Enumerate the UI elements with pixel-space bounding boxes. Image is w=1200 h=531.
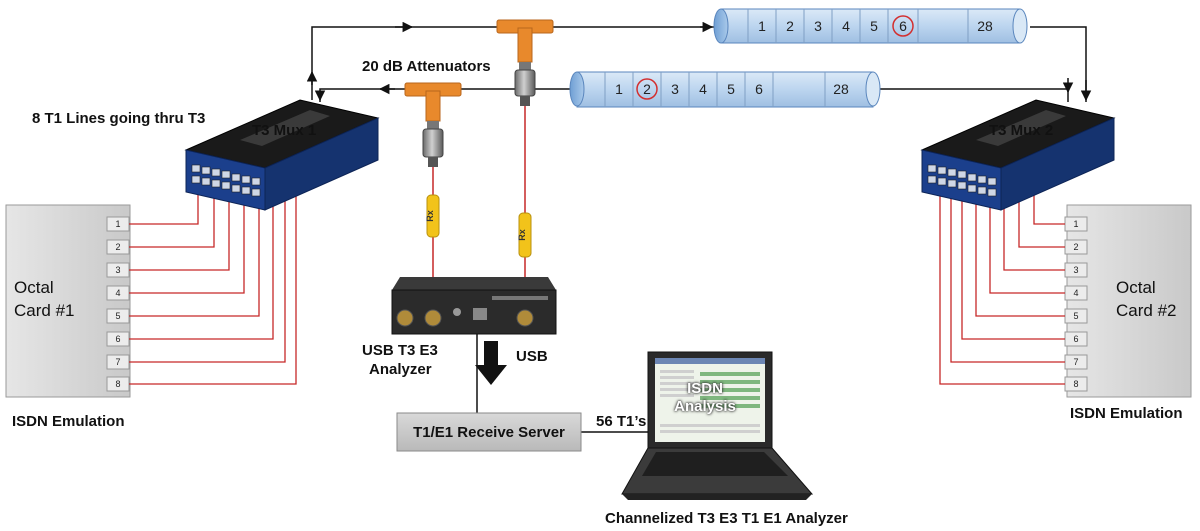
svg-text:8: 8 [115,379,120,389]
svg-text:3: 3 [1073,265,1078,275]
channelized-analyzer-label: Channelized T3 E3 T1 E1 Analyzer [605,510,848,527]
rx-tag-left: Rx [425,194,440,238]
mux1-label: T3 Mux 1 [252,122,317,139]
pipe-bottom-ch-28: 28 [833,81,849,97]
svg-text:6: 6 [1073,334,1078,344]
mux2-to-card2-cables [939,195,1065,385]
svg-text:2: 2 [115,242,120,252]
pipe-bottom-ch-3: 3 [671,81,679,97]
isdn-emulation-left-label: ISDN Emulation [12,413,125,430]
pipe-bottom-ch-1: 1 [615,81,623,97]
pipe-top-ch-4: 4 [842,18,850,34]
usb-label: USB [516,348,548,365]
svg-text:6: 6 [115,334,120,344]
usb-down-arrow [475,341,507,385]
svg-text:1: 1 [115,219,120,229]
highlight-ring [892,15,914,37]
pipe-bottom-ch-5: 5 [727,81,735,97]
svg-text:1: 1 [1073,219,1078,229]
pipe-bottom-ch-4: 4 [699,81,707,97]
svg-text:5: 5 [1073,311,1078,321]
bottom-t3-pipe: 1 2 3 4 5 6 28 [569,71,881,108]
usb-analyzer-label-line2: Analyzer [369,361,432,378]
usb-analyzer-device [391,277,557,335]
pipe-top-ch-2: 2 [786,18,794,34]
octal-card-2-title: Octal Card #2 [1116,277,1176,323]
laptop-screen-label: ISDN Analysis [672,380,738,416]
octal-card-2-box [1066,204,1192,398]
svg-text:5: 5 [115,311,120,321]
pipe-top-ch-3: 3 [814,18,822,34]
octal-card-1-line1: Octal [14,278,54,297]
pipe-bottom-ch-2: 2 [643,81,651,97]
pipe-top-ch-6: 6 [899,18,907,34]
pipe-top-ch-1: 1 [758,18,766,34]
svg-text:Rx: Rx [517,229,527,241]
svg-text:3: 3 [115,265,120,275]
t1-lines-label: 8 T1 Lines going thru T3 [32,110,206,127]
octal-card-2-line2: Card #2 [1116,300,1177,320]
mux2-label: T3 Mux 2 [989,122,1054,139]
pipe-top-ch-5: 5 [870,18,878,34]
highlight-ring [636,78,658,100]
rx-tag-right: Rx [517,212,532,258]
pipe-top-ch-28: 28 [977,18,993,34]
svg-text:4: 4 [1073,288,1078,298]
svg-text:7: 7 [115,357,120,367]
octal-card-1-title: Octal Card #1 [14,277,74,323]
laptop-screen-line1: ISDN [687,380,723,397]
octal-card-2-line1: Octal [1116,278,1156,297]
mux1-to-card1-cables [129,195,297,385]
attenuators-label: 20 dB Attenuators [362,58,491,75]
pipe-bottom-ch-6: 6 [755,81,763,97]
octal-card-1-ports: 1 2 3 4 5 6 7 8 [106,216,130,392]
svg-text:8: 8 [1073,379,1078,389]
t3-mux-2-device [920,99,1116,211]
attenuator-bottom [422,121,444,167]
tee-connector-bottom [404,82,462,122]
t3-mux-1-device [184,99,380,211]
receive-server-box [396,412,582,452]
svg-text:2: 2 [1073,242,1078,252]
usb-analyzer-label-line1: USB T3 E3 [362,342,438,359]
tee-connector-top [496,19,554,63]
t1-count-label: 56 T1’s [596,413,647,430]
attenuator-top [514,62,536,106]
receive-server-label: T1/E1 Receive Server [413,423,565,441]
laptop [621,351,814,500]
svg-text:7: 7 [1073,357,1078,367]
laptop-screen-line2: Analysis [674,398,736,415]
octal-card-1-line2: Card #1 [14,300,75,320]
svg-text:Rx: Rx [425,210,435,222]
analyzer-cables [432,106,526,295]
top-t3-pipe: 1 2 3 4 5 6 28 [713,8,1028,44]
svg-text:4: 4 [115,288,120,298]
isdn-emulation-right-label: ISDN Emulation [1070,405,1183,422]
